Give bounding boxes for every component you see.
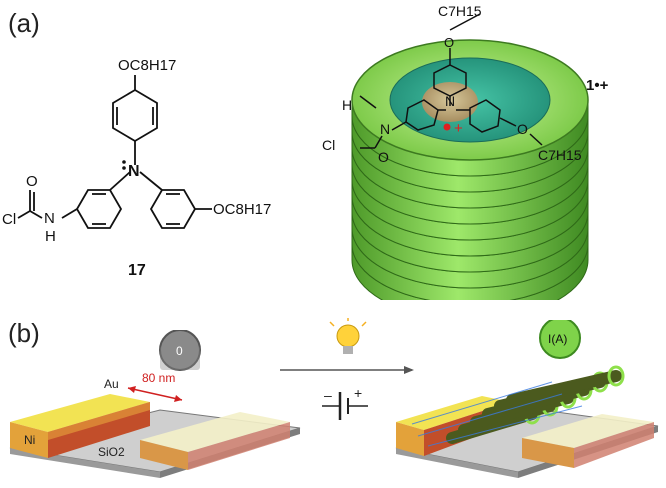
panel-b-label: (b) bbox=[8, 318, 40, 348]
radical-cation-stack: + C7H15 O N O C7H15 H N Cl O 1•+ bbox=[322, 3, 609, 300]
stack-o-right-text: O bbox=[517, 121, 528, 137]
nh-h-text: H bbox=[45, 228, 56, 245]
right-meter-value: I(A) bbox=[548, 332, 567, 346]
right-oc8h17-text: OC8H17 bbox=[213, 201, 271, 218]
stack-n-center-text: N bbox=[445, 93, 455, 109]
panel-a-label: (a) bbox=[8, 8, 40, 38]
device-after: I(A) bbox=[395, 320, 659, 478]
stack-right-chain-text: C7H15 bbox=[538, 147, 582, 163]
light-switch-arrow: – + bbox=[280, 318, 414, 420]
stack-o-carbonyl-text: O bbox=[378, 149, 389, 165]
cl-text: Cl bbox=[2, 211, 16, 228]
stack-n-left-text: N bbox=[380, 121, 390, 137]
stack-charge-text: + bbox=[454, 120, 463, 137]
center-n-text: N bbox=[128, 163, 140, 180]
molecule-17-structure: OC8H17 N OC8H17 O Cl N H 17 bbox=[2, 57, 271, 279]
gap-label-text: 80 nm bbox=[142, 371, 175, 385]
stack-top-chain-text: C7H15 bbox=[438, 3, 482, 19]
sio2-label-text: SiO2 bbox=[98, 445, 125, 459]
compound-number-text: 17 bbox=[128, 262, 146, 279]
stack-o-top-text: O bbox=[444, 35, 454, 50]
left-meter-value: 0 bbox=[176, 344, 183, 358]
ni-label-text: Ni bbox=[24, 433, 35, 447]
stack-h-text: H bbox=[342, 97, 352, 113]
battery-minus-text: – bbox=[324, 387, 332, 403]
au-label-text: Au bbox=[104, 377, 119, 391]
device-before: 80 nm Au Ni SiO2 0 bbox=[9, 330, 301, 478]
carbonyl-o-text: O bbox=[26, 173, 38, 190]
nh-n-text: N bbox=[44, 210, 55, 227]
battery-plus-text: + bbox=[354, 385, 362, 401]
stack-cl-text: Cl bbox=[322, 137, 335, 153]
stack-radical-label: 1•+ bbox=[586, 77, 609, 94]
top-oc8h17-text: OC8H17 bbox=[118, 57, 176, 74]
